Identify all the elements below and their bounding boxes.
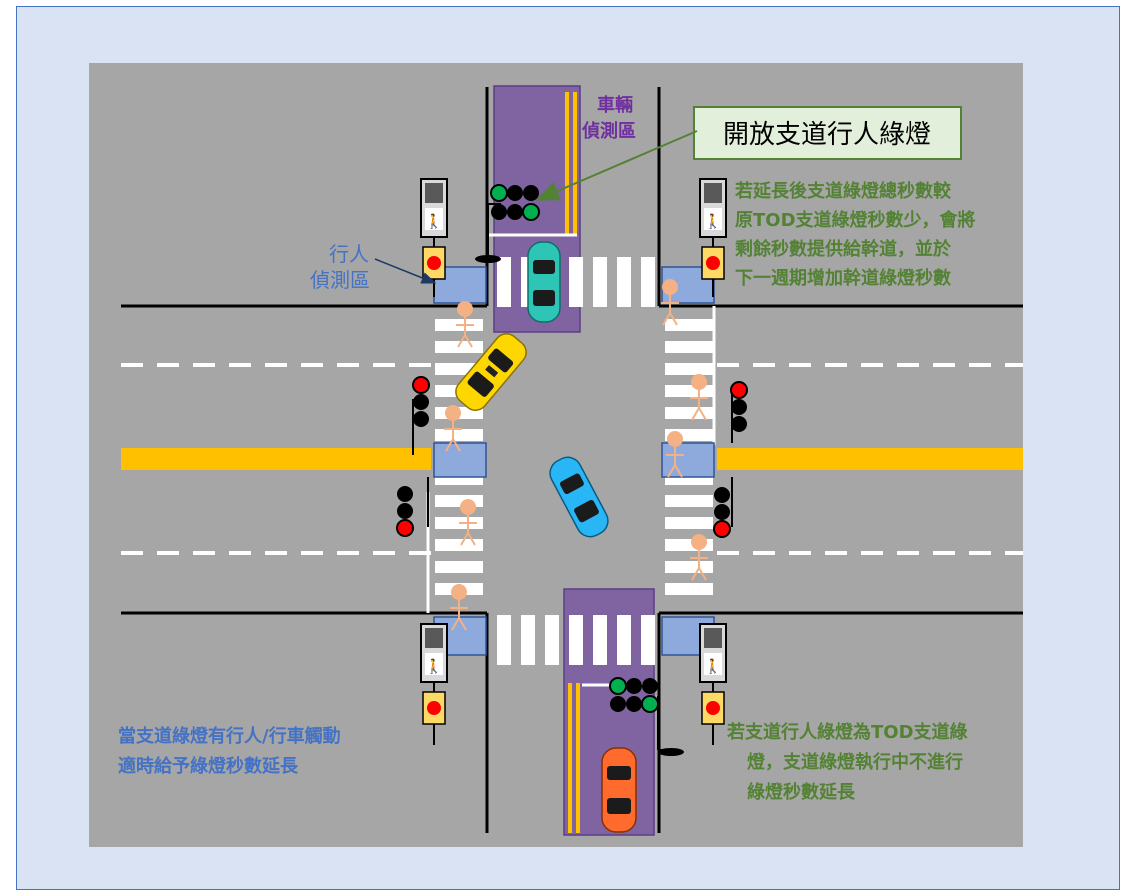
car-icon-teal	[527, 241, 561, 323]
callout-text: 開放支道行人綠燈	[723, 120, 931, 150]
person-icon	[459, 499, 477, 546]
car-icon-orange	[601, 747, 637, 833]
pedestrian-detection-arrow	[374, 258, 437, 284]
pedestrian-signal-bottom-right: 🚶	[699, 623, 727, 745]
diagram-frame: 🚶 🚶 🚶 🚶	[16, 6, 1120, 890]
note-tod: 若支道行人綠燈為TOD支道綠 燈，支道綠燈執行中不進行 綠燈秒數延長	[726, 721, 969, 803]
pedestrian-signal-top-right: 🚶	[699, 178, 727, 297]
walking-person-icon: 🚶	[425, 213, 442, 230]
median-right	[717, 448, 1023, 470]
note-tod-line2: 燈，支道綠燈執行中不進行	[747, 751, 963, 773]
note-extension-line1: 若延長後支道綠燈總秒數較	[734, 180, 952, 202]
car-icon-yellow-taxi	[455, 333, 527, 411]
median-left	[121, 448, 431, 470]
note-tod-line3: 綠燈秒數延長	[747, 781, 856, 803]
car-icon-blue	[549, 456, 609, 538]
person-icon	[690, 534, 708, 581]
pedestrian-signal-bottom-left: 🚶	[420, 623, 448, 745]
note-extension-line4: 下一週期增加幹道綠燈秒數	[735, 267, 951, 289]
person-icon	[450, 584, 468, 631]
callout-arrow	[535, 130, 698, 201]
note-trigger: 當支道綠燈有行人/行車觸動 適時給予綠燈秒數延長	[118, 725, 341, 777]
note-trigger-line2: 適時給予綠燈秒數延長	[118, 755, 299, 777]
pedestrians	[444, 279, 708, 631]
traffic-light-icon-right-upper	[730, 381, 748, 443]
traffic-light-icon-right-lower	[713, 477, 733, 538]
person-icon	[661, 279, 679, 326]
walking-person-icon: 🚶	[704, 658, 721, 675]
vehicle-detection-label-line2: 偵測區	[581, 120, 636, 142]
note-trigger-line1: 當支道綠燈有行人/行車觸動	[118, 725, 341, 747]
walking-person-icon: 🚶	[425, 658, 442, 675]
crosswalk-bottom	[497, 615, 655, 665]
traffic-light-icon-top	[475, 184, 540, 263]
traffic-light-icon-left-upper	[412, 376, 430, 455]
pedestrian-detection-label-line2: 偵測區	[310, 268, 370, 292]
traffic-light-icon-left-lower	[396, 477, 429, 537]
person-icon	[666, 431, 684, 478]
pedestrian-detection-label-line1: 行人	[329, 242, 369, 266]
person-icon	[444, 405, 462, 452]
callout-box	[693, 106, 962, 160]
note-extension-line2: 原TOD支道綠燈秒數少，會將	[735, 209, 976, 231]
person-icon	[456, 301, 474, 348]
traffic-light-icon-bottom	[609, 677, 684, 756]
curb-lines	[121, 87, 1023, 833]
person-icon	[690, 374, 708, 421]
note-tod-line1: 若支道行人綠燈為TOD支道綠	[726, 721, 969, 743]
intersection-diagram: 🚶 🚶 🚶 🚶	[89, 63, 1023, 847]
walking-person-icon: 🚶	[704, 213, 721, 230]
note-extension-line3: 剩餘秒數提供給幹道，並於	[735, 238, 952, 260]
vehicle-detection-label-line1: 車輛	[597, 94, 633, 116]
note-extension: 若延長後支道綠燈總秒數較 原TOD支道綠燈秒數少，會將 剩餘秒數提供給幹道，並於…	[734, 180, 976, 289]
crosswalk-right	[665, 319, 713, 595]
